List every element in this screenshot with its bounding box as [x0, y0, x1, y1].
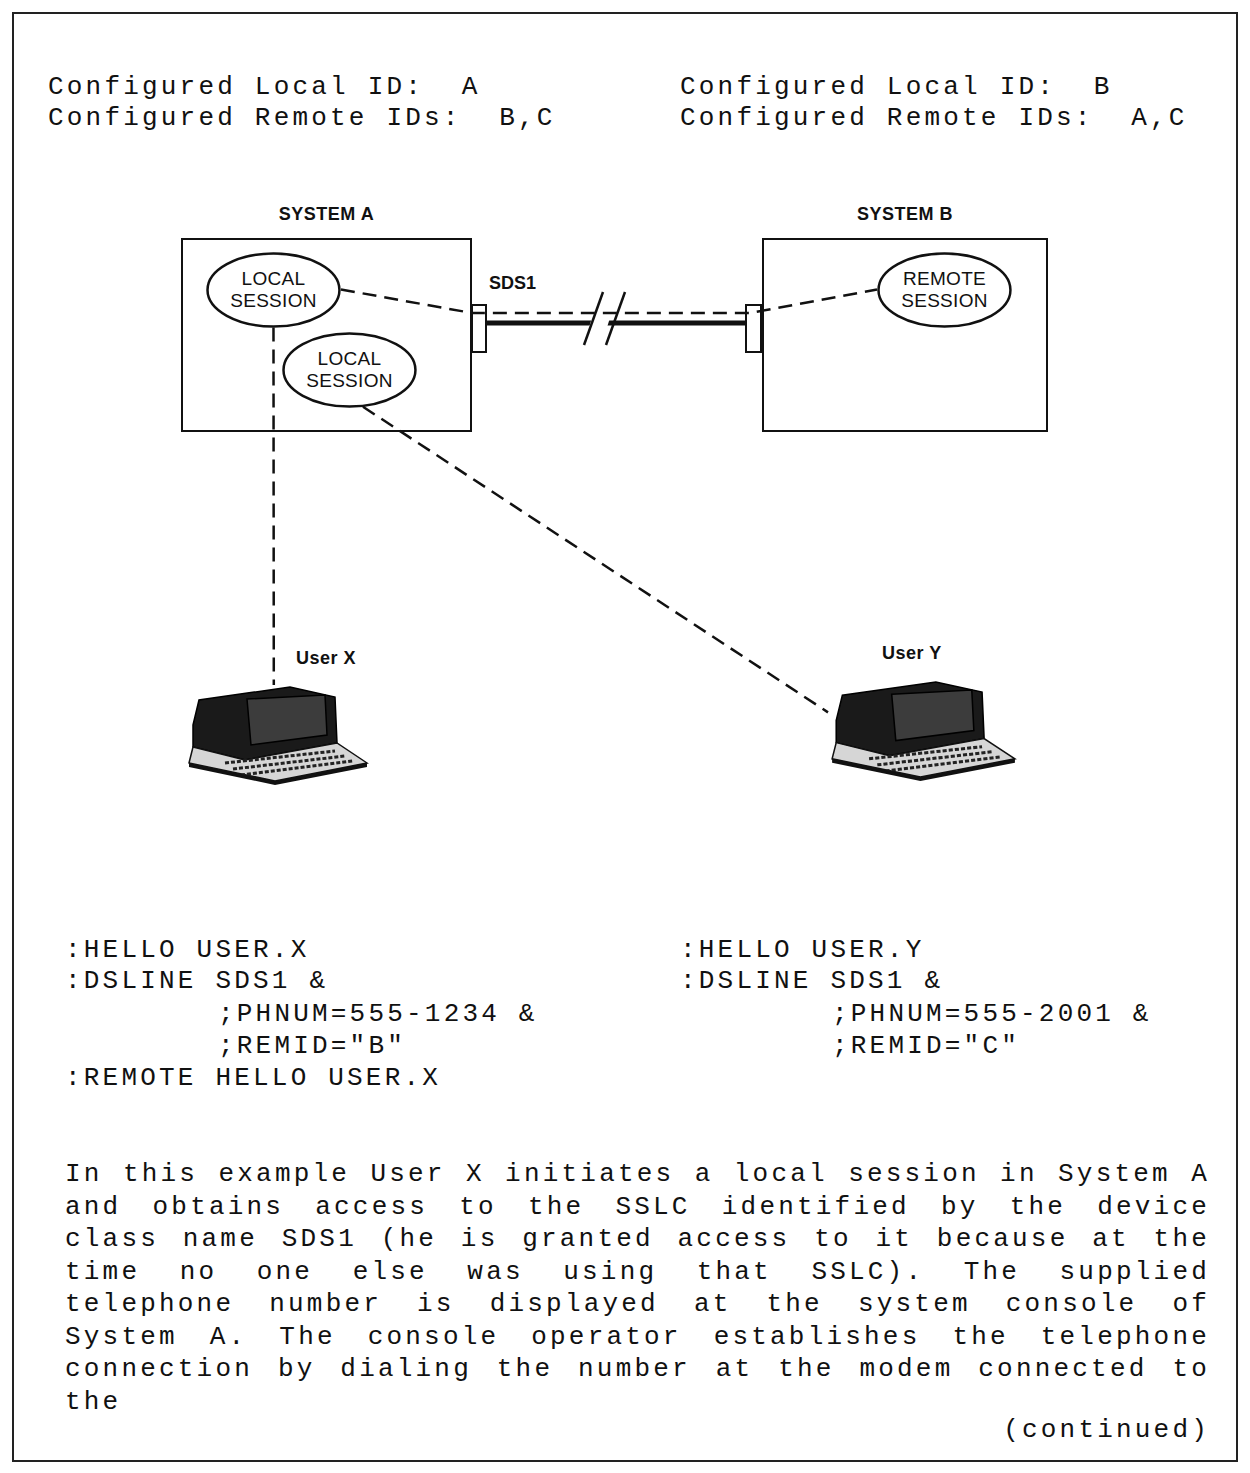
config-text: Configured Local ID: A — [48, 72, 480, 102]
command-line: :REMOTE HELLO USER.X — [65, 1063, 441, 1093]
terminal-base — [189, 763, 367, 785]
session-link — [272, 328, 275, 686]
config-text: Configured Local ID: B — [680, 72, 1112, 102]
config-text: Configured Remote IDs: B,C — [48, 103, 556, 133]
command-line: ;PHNUM=555-1234 & — [218, 999, 538, 1029]
ellipse-shape — [284, 333, 416, 406]
session-ellipse: LOCAL SESSION — [282, 332, 417, 408]
session-label: REMOTE SESSION — [894, 268, 994, 312]
user-terminal: User X — [185, 685, 370, 782]
command-line: :HELLO USER.Y — [680, 935, 924, 965]
terminal-screen — [247, 695, 327, 745]
session-label: LOCAL SESSION — [223, 268, 323, 312]
session-ellipse: LOCAL SESSION — [206, 252, 341, 328]
body-paragraph: In this example User X initiates a local… — [65, 1158, 1210, 1418]
port-label: SDS1 — [489, 273, 536, 294]
session-link — [363, 407, 828, 713]
command-line: ;REMID="C" — [832, 1031, 1020, 1061]
terminal-keyboard — [189, 743, 367, 781]
session-label: LOCAL SESSION — [299, 348, 399, 392]
user-terminal: User Y — [828, 680, 1018, 778]
terminal-keys — [233, 756, 345, 769]
session-link — [341, 290, 877, 314]
terminal-picture — [828, 680, 1018, 778]
line-break-slash — [606, 292, 625, 345]
terminal-base — [832, 759, 1015, 781]
terminal-picture — [185, 685, 370, 782]
line-break-slash — [584, 292, 603, 345]
system-box: LOCAL SESSIONLOCAL SESSIONSYSTEM A — [181, 238, 472, 432]
ellipse-shape — [208, 253, 340, 326]
system-box: REMOTE SESSIONSYSTEM B — [762, 238, 1048, 432]
line-break-gap — [582, 292, 618, 350]
terminal-keys — [869, 747, 982, 759]
session-ellipse: REMOTE SESSION — [877, 252, 1012, 328]
command-line: ;REMID="B" — [218, 1031, 406, 1061]
terminal-screen — [892, 690, 974, 741]
command-line: :DSLINE SDS1 & — [65, 966, 328, 996]
continued-note: (continued) — [1003, 1415, 1210, 1445]
terminal-keyboard — [832, 739, 1015, 777]
command-line: :HELLO USER.X — [65, 935, 309, 965]
ellipse-shape — [879, 253, 1011, 326]
data-line — [486, 321, 746, 326]
command-line: :DSLINE SDS1 & — [680, 966, 943, 996]
system-title: SYSTEM B — [764, 204, 1046, 225]
user-label: User X — [296, 648, 356, 669]
terminal-keys — [225, 751, 335, 763]
command-line: ;PHNUM=555-2001 & — [832, 999, 1152, 1029]
user-label: User Y — [882, 643, 942, 664]
terminal-keys — [877, 752, 992, 765]
config-text: Configured Remote IDs: A,C — [680, 103, 1188, 133]
system-title: SYSTEM A — [183, 204, 470, 225]
